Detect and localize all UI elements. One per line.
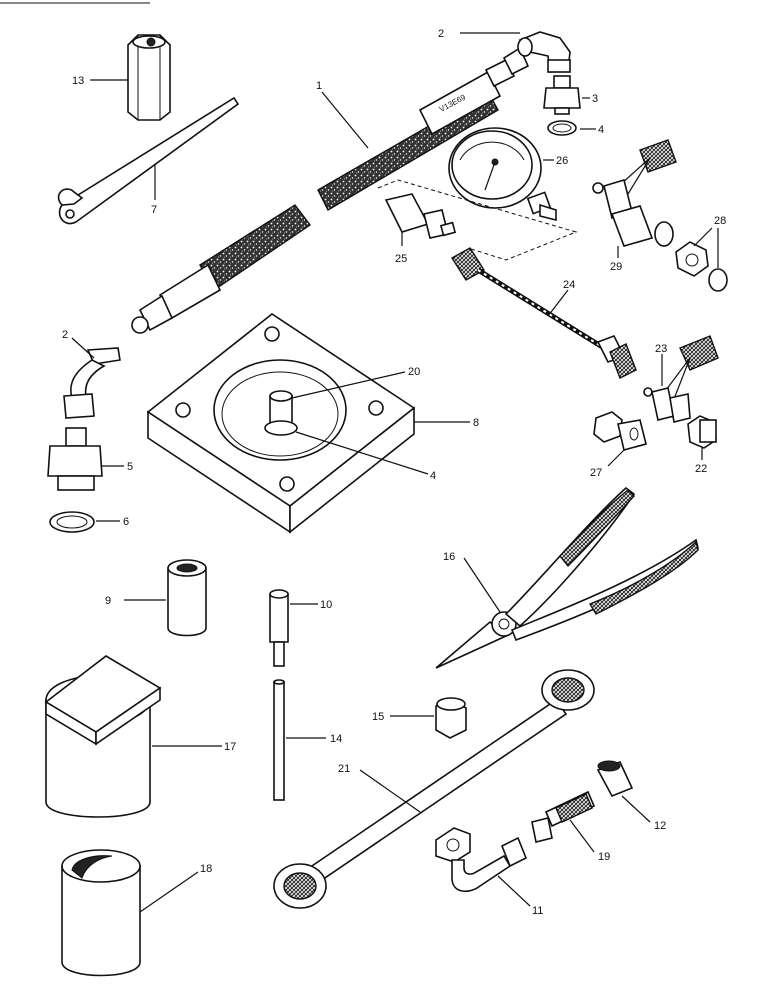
callout-7: 7 (151, 204, 157, 216)
part-23-coupling (643, 335, 719, 423)
callout-5: 5 (127, 461, 133, 473)
callout-15: 15 (372, 711, 384, 723)
part-27-banjo-bolt (593, 411, 647, 451)
part-7-spanner (57, 96, 240, 225)
callout-3: 3 (592, 93, 598, 105)
callout-16: 16 (443, 551, 455, 563)
callout-9: 9 (105, 595, 111, 607)
part-15-cap (435, 697, 467, 739)
leader-4-mid (295, 431, 429, 475)
part-10-pin-tool (269, 589, 289, 667)
part-26-pressure-gauge (448, 127, 557, 222)
washer-top-hole (552, 123, 572, 133)
part-21-ring-spanner (273, 669, 595, 909)
callout-23: 23 (655, 343, 667, 355)
callout-18: 18 (200, 863, 212, 875)
leader-18 (139, 871, 199, 913)
callout-25: 25 (395, 253, 407, 265)
leader-11 (497, 875, 531, 907)
callout-2-left: 2 (62, 329, 68, 341)
part-5-union (47, 427, 103, 491)
callout-26: 26 (556, 155, 568, 167)
callout-14: 14 (330, 733, 342, 745)
leader-24 (547, 289, 569, 317)
callout-8: 8 (473, 417, 479, 429)
assembly-frame (377, 179, 578, 261)
callout-22: 22 (695, 463, 707, 475)
part-14-rod (273, 679, 285, 801)
part-25-connector (384, 193, 457, 239)
callout-11: 11 (532, 905, 543, 917)
part-12-small-sleeve (596, 760, 634, 798)
callout-10: 10 (320, 599, 332, 611)
leader-16 (463, 557, 501, 613)
callout-27: 27 (590, 467, 602, 479)
callout-17: 17 (224, 741, 236, 753)
callout-24: 24 (563, 279, 575, 291)
part-29-coupling (592, 139, 677, 247)
leader-1 (321, 91, 369, 149)
leader-19 (569, 819, 595, 853)
part-18-tube (61, 849, 141, 977)
leader-12 (621, 795, 651, 823)
leader-2-left (71, 337, 95, 359)
callout-4-mid: 4 (430, 470, 436, 482)
leader-20 (291, 371, 406, 399)
callout-20: 20 (408, 366, 420, 378)
callout-6: 6 (123, 516, 129, 528)
part-11-bent-pipe (435, 827, 528, 893)
leader-27 (607, 449, 625, 467)
callout-13: 13 (72, 75, 84, 87)
part-2-elbow-top (517, 31, 571, 73)
part-2-elbow-left (63, 347, 121, 419)
callout-21: 21 (338, 763, 350, 775)
part-8-base-plate (146, 313, 416, 534)
callout-2-top: 2 (438, 28, 444, 40)
part-4-washer-top (547, 120, 577, 136)
callout-4-top: 4 (598, 124, 604, 136)
callout-12: 12 (654, 820, 666, 832)
part-16-pliers (435, 486, 699, 669)
part-1-hose-lower (131, 204, 312, 334)
callout-29: 29 (610, 261, 622, 273)
part-13-hex-socket (127, 34, 171, 121)
leader-28a (693, 227, 713, 247)
part-19-bolt (531, 790, 596, 843)
part-6-seal-ring (49, 511, 95, 533)
seal-ring-hole (56, 515, 88, 529)
part-9-sleeve (167, 559, 207, 637)
callout-19: 19 (598, 851, 610, 863)
callout-28: 28 (714, 215, 726, 227)
callout-1: 1 (316, 80, 322, 92)
part-3-adapter (543, 75, 581, 115)
leader-21 (359, 769, 421, 813)
part-24-pipe (451, 247, 637, 379)
part-22-nut-fitting (687, 415, 717, 449)
part-28-nut-sleeve (675, 241, 728, 292)
part-17-cup (44, 655, 162, 818)
